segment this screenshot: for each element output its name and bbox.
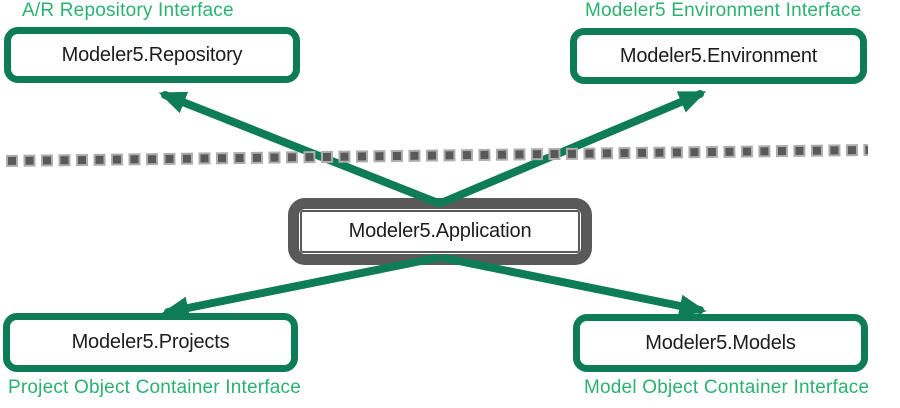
edge-application-repository (158, 91, 442, 207)
node-application-label: Modeler5.Application (348, 220, 532, 242)
edge-application-environment (437, 90, 707, 207)
node-environment-label: Modeler5.Environment (619, 44, 818, 67)
separator-dashed-line (5, 146, 869, 165)
edge-application-models (440, 254, 707, 318)
node-application: Modeler5.Application (288, 198, 592, 265)
node-repository-label: Modeler5.Repository (61, 43, 243, 66)
node-repository: Modeler5.Repository (4, 27, 300, 83)
edge-application-projects (161, 254, 440, 320)
caption-environment-interface: Modeler5 Environment Interface (585, 0, 862, 21)
caption-repository-interface: A/R Repository Interface (22, 0, 234, 21)
separator-dashed-line-halo (5, 144, 869, 167)
node-environment: Modeler5.Environment (570, 28, 867, 84)
node-models-label: Modeler5.Models (645, 331, 796, 354)
caption-projects-interface: Project Object Container Interface (8, 377, 301, 398)
node-application-inner-frame: Modeler5.Application (300, 210, 580, 253)
node-projects-label: Modeler5.Projects (71, 331, 230, 353)
node-projects: Modeler5.Projects (3, 313, 298, 372)
node-models: Modeler5.Models (573, 314, 868, 372)
caption-models-interface: Model Object Container Interface (584, 377, 870, 398)
